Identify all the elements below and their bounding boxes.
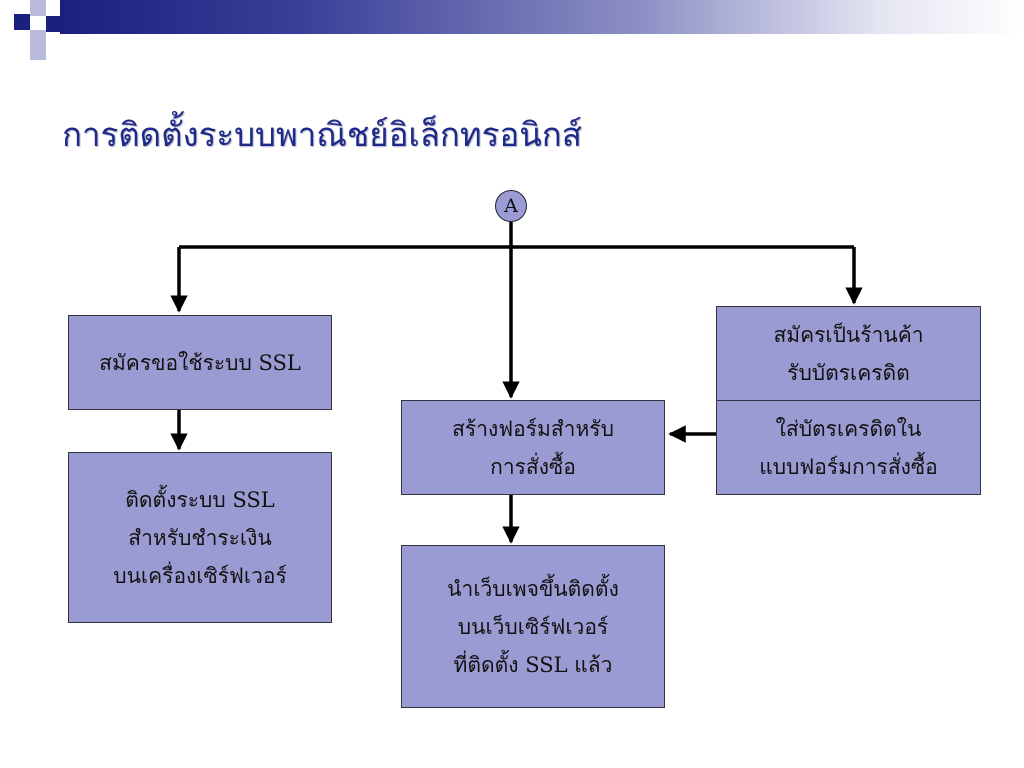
deco-square-1	[14, 14, 30, 30]
box-merchant-register: สมัครเป็นร้านค้า รับบัตรเครดิต	[716, 306, 981, 401]
deco-square-5	[30, 30, 46, 46]
box-ssl-install: ติดตั้งระบบ SSL สำหรับชำระเงิน บนเครื่อง…	[68, 452, 332, 623]
connector-a: A	[495, 190, 527, 222]
box-line: สมัครขอใช้ระบบ SSL	[99, 350, 301, 375]
box-card-in-form: ใส่บัตรเครดิตใน แบบฟอร์มการสั่งซื้อ	[716, 400, 981, 495]
box-line: การสั่งซื้อ	[490, 454, 576, 479]
deco-square-3	[46, 0, 60, 16]
box-line: ติดตั้งระบบ SSL	[125, 487, 275, 512]
box-ssl-request: สมัครขอใช้ระบบ SSL	[68, 315, 332, 410]
box-line: บนเว็บเซิร์ฟเวอร์	[457, 614, 609, 639]
slide-title: การติดตั้งระบบพาณิชย์อิเล็กทรอนิกส์	[62, 115, 582, 154]
box-line: บนเครื่องเซิร์ฟเวอร์	[113, 563, 287, 588]
deco-square-4	[46, 16, 60, 32]
deco-square-2	[30, 0, 46, 16]
box-line: รับบัตรเครดิต	[787, 360, 910, 385]
deco-square-7	[30, 46, 46, 60]
box-line: ที่ติดตั้ง SSL แล้ว	[453, 652, 613, 677]
header-banner	[60, 0, 1024, 34]
box-line: สำหรับชำระเงิน	[128, 525, 272, 550]
box-line: ใส่บัตรเครดิตใน	[775, 416, 922, 441]
box-upload-page: นำเว็บเพจขึ้นติดตั้ง บนเว็บเซิร์ฟเวอร์ ท…	[401, 545, 665, 708]
deco-square-6	[14, 30, 30, 46]
box-line: สมัครเป็นร้านค้า	[773, 322, 924, 347]
box-order-form: สร้างฟอร์มสำหรับ การสั่งซื้อ	[401, 400, 665, 495]
box-line: สร้างฟอร์มสำหรับ	[452, 416, 614, 441]
box-line: แบบฟอร์มการสั่งซื้อ	[759, 454, 938, 479]
box-line: นำเว็บเพจขึ้นติดตั้ง	[447, 576, 619, 601]
